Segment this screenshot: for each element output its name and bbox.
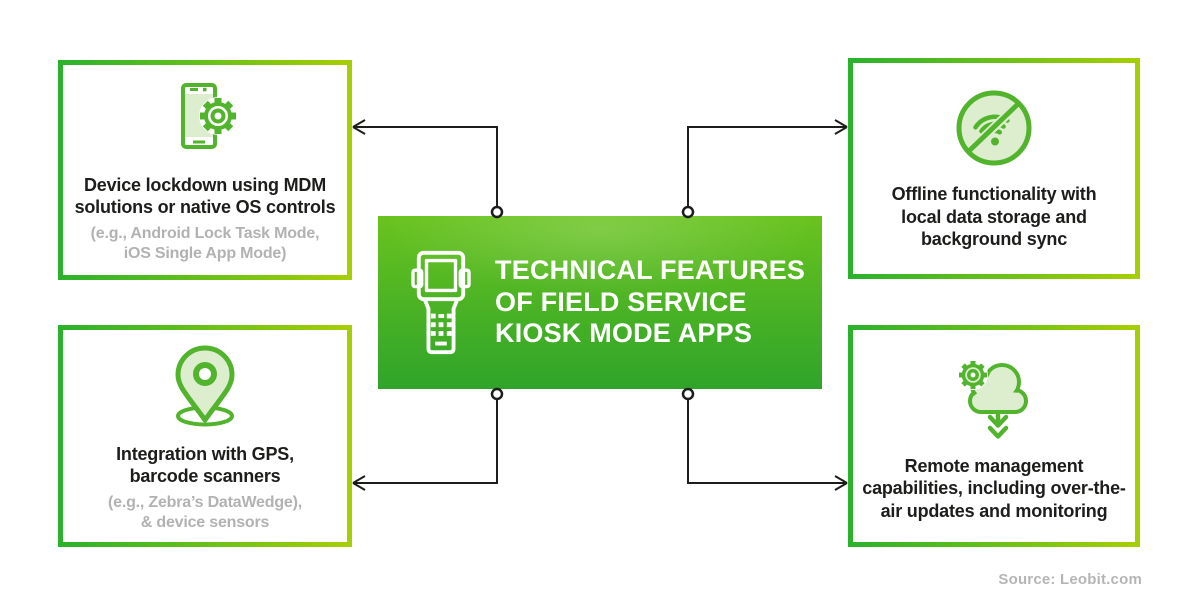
download-arrow-glyph — [987, 412, 1009, 439]
wifi-off-icon — [956, 90, 1032, 166]
gear-glyph — [199, 96, 237, 135]
infographic-title: TECHNICAL FEATURES OF FIELD SERVICE KIOS… — [495, 254, 806, 349]
feature-box-offline-functionality: Offline functionality with local data st… — [848, 58, 1140, 279]
source-attribution: Source: Leobit.com — [998, 571, 1142, 588]
feature-subtext-device-lockdown: (e.g., Android Lock Task Mode, iOS Singl… — [90, 224, 320, 262]
feature-text-offline-functionality: Offline functionality with local data st… — [891, 184, 1097, 250]
feature-box-remote-management: Remote management capabilities, includin… — [848, 325, 1140, 547]
cloud-gear-download-icon — [958, 359, 1028, 439]
feature-text-device-lockdown: Device lockdown using MDM solutions or n… — [74, 174, 336, 218]
center-title-box: TECHNICAL FEATURES OF FIELD SERVICE KIOS… — [378, 216, 822, 389]
phone-gear-icon — [181, 82, 237, 149]
feature-subtext-integration: (e.g., Zebra’s DataWedge), & device sens… — [108, 493, 302, 531]
feature-box-device-lockdown: Device lockdown using MDM solutions or n… — [58, 60, 352, 280]
keypad-glyph — [430, 313, 452, 345]
feature-text-remote-management: Remote management capabilities, includin… — [862, 455, 1126, 521]
handheld-terminal-icon — [411, 250, 471, 354]
location-pin-icon — [175, 345, 235, 426]
feature-box-integration: Integration with GPS, barcode scanners (… — [58, 325, 352, 547]
feature-text-integration: Integration with GPS, barcode scanners — [116, 443, 294, 487]
gear-glyph — [958, 359, 988, 390]
